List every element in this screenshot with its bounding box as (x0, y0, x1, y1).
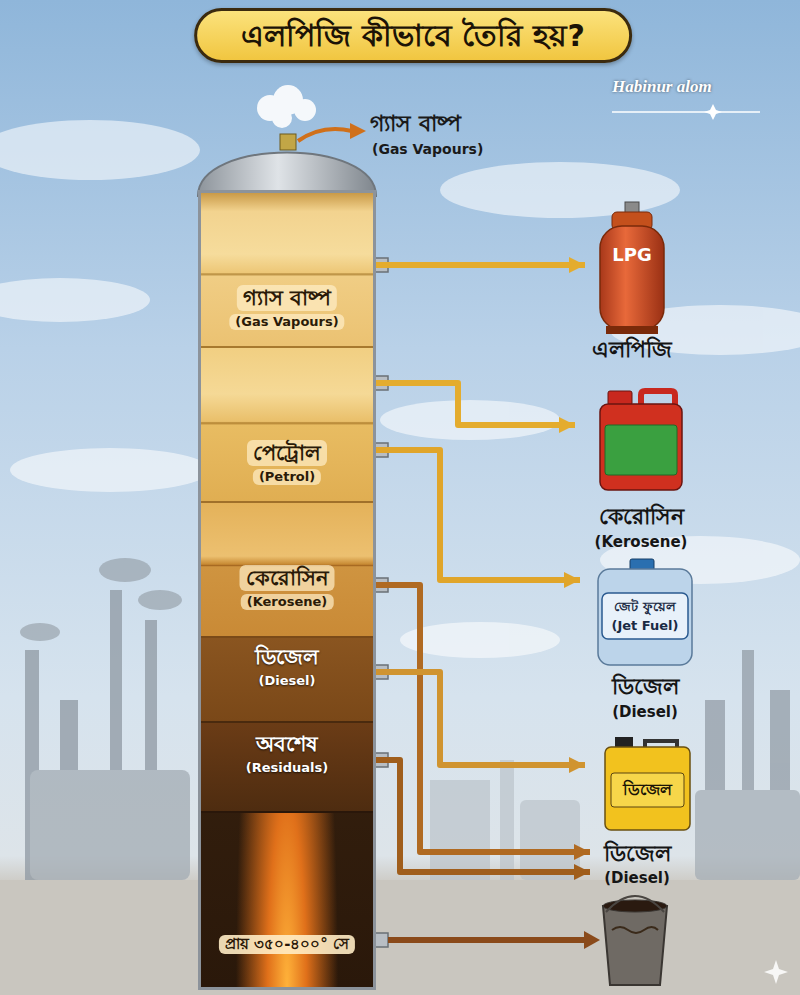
node-text: অবশেষ (256, 731, 318, 757)
node-text: কেরোসিন (240, 565, 335, 591)
ground (0, 880, 800, 995)
node-text: (Diesel) (259, 673, 316, 689)
node-text: (Gas Vapours) (229, 314, 344, 330)
pipe-arrow (373, 262, 585, 268)
cylinder-text: LPG (612, 244, 651, 267)
column-cap (280, 134, 296, 150)
jet-fuel-jug: জেট ফুয়েল (Jet Fuel) ডিজেল (Diesel) (580, 555, 710, 730)
product-label: ডিজেল(Diesel) (590, 840, 690, 892)
fraction-band: গ্যাস বাষ্প (Gas Vapours) (201, 193, 373, 348)
watermark-star (704, 104, 722, 120)
node-text: (Petrol) (253, 469, 321, 485)
node-text: ডিজেল (255, 644, 319, 670)
title-banner: এলপিজি কীভাবে তৈরি হয়? (194, 8, 632, 63)
watermark-line (612, 111, 760, 113)
pipe-arrow (373, 585, 590, 852)
residue-arrowhead (584, 931, 600, 949)
jug-text: (Jet Fuel) (611, 618, 678, 634)
pipe-arrow (373, 383, 575, 425)
fraction-band: পেট্রোল (Petrol) (201, 348, 373, 503)
residue-pipe (388, 937, 586, 943)
node-text: (Diesel) (604, 869, 670, 888)
node-text: এলপিজি (592, 336, 672, 364)
can-text: ডিজেল (623, 780, 672, 800)
node-text: (Kerosene) (595, 533, 688, 552)
kerosene-can: কেরোসিন (Kerosene) (575, 385, 715, 560)
vapour-label: গ্যাস বাষ্প (370, 110, 461, 138)
node-text: কেরোসিন (599, 503, 684, 531)
diesel-can: ডিজেল (585, 735, 695, 835)
node-text: ডিজেল (604, 840, 671, 868)
vapour-label: (Gas Vapours) (372, 141, 483, 159)
fraction-band: কেরোসিন (Kerosene) (201, 503, 373, 638)
residue-bucket (603, 896, 667, 985)
corner-sparkle (764, 960, 788, 984)
node-text: (Residuals) (246, 760, 328, 776)
pipe-arrow (373, 450, 580, 580)
smoke (20, 558, 182, 641)
factory-middle (430, 760, 580, 880)
fraction-band: ডিজেল (Diesel) (201, 638, 373, 723)
node-text: গ্যাস বাষ্প (237, 285, 337, 311)
node-text: (Diesel) (612, 703, 678, 722)
distillation-column: প্রায় ৩৫০-৪০০° সে গ্যাস বাষ্প (Gas Vapour… (198, 190, 376, 990)
node-text: ডিজেল (612, 673, 679, 701)
node-text: পেট্রোল (247, 440, 327, 466)
temperature-text: প্রায় ৩৫০-৪০০° সে (219, 935, 355, 954)
lpg-cylinder: LPG এলপিজি (585, 200, 695, 370)
node-text: (Kerosene) (241, 594, 334, 610)
pipe-arrow (373, 760, 590, 872)
vapour-puff (257, 85, 316, 128)
watermark: Habinur alom (612, 76, 712, 97)
vapour-arrow (298, 129, 352, 141)
pipe-arrow (373, 672, 585, 765)
fraction-band: অবশেষ (Residuals) (201, 723, 373, 813)
factory-right (695, 650, 800, 880)
vapour-arrowhead (350, 123, 366, 139)
jug-text: জেট ফুয়েল (614, 599, 676, 615)
